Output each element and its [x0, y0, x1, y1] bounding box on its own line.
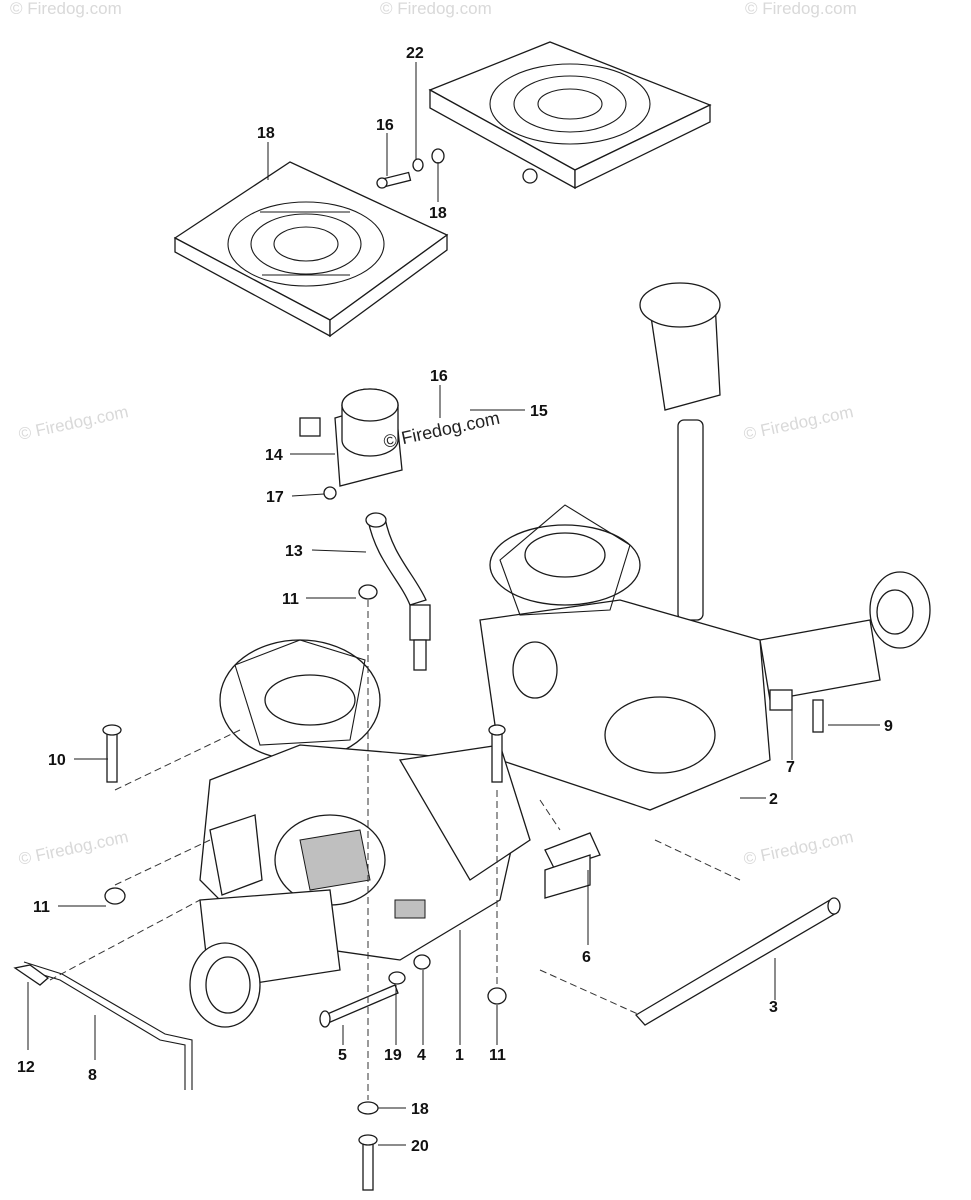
bypass-rod [13, 961, 193, 1090]
callout-18: 18 [411, 1101, 429, 1118]
drive-rod [634, 897, 841, 1026]
watermark: © Firedog.com [10, 0, 122, 18]
callout-9: 9 [884, 718, 893, 735]
callout-1: 1 [455, 1047, 464, 1064]
callout-15: 15 [530, 403, 548, 420]
callout-8: 8 [88, 1067, 97, 1084]
callout-11: 11 [489, 1047, 506, 1064]
shroud-plate-left [173, 161, 449, 338]
callout-16: 16 [430, 368, 448, 385]
watermark: © Firedog.com [380, 0, 492, 18]
assembly-lines [49, 600, 741, 1100]
callout-2: 2 [769, 791, 778, 808]
callout-3: 3 [769, 999, 778, 1016]
leader-lines [27, 62, 880, 1146]
callout-11: 11 [33, 899, 50, 916]
transaxle-left [189, 639, 601, 1028]
callout-13: 13 [285, 543, 303, 560]
callout-22: 22 [406, 45, 424, 62]
shroud-plate-right [428, 41, 712, 190]
callout-5: 5 [338, 1047, 347, 1064]
watermark: © Firedog.com [742, 402, 855, 444]
callout-21: 18 [257, 125, 275, 142]
callout-7: 7 [786, 759, 795, 776]
watermark: © Firedog.com [17, 402, 130, 444]
watermark: © Firedog.com [742, 827, 855, 869]
callout-18: 18 [429, 205, 447, 222]
callout-20: 19 [384, 1047, 402, 1064]
bolt-and-washers-top [376, 148, 445, 189]
transaxle-right [479, 282, 931, 811]
callout-14: 14 [265, 447, 283, 464]
callout-11: 11 [282, 591, 299, 608]
callout-19: 20 [411, 1138, 429, 1155]
callout-17: 17 [266, 489, 284, 506]
callout-10: 10 [48, 752, 66, 769]
callout-6: 6 [582, 949, 591, 966]
callout-labels: 18 16 22 18 16 15 14 17 13 11 10 11 12 8… [17, 45, 893, 1155]
fasteners [102, 584, 507, 1191]
expansion-tank-left [299, 388, 431, 671]
callout-4: 4 [417, 1047, 426, 1064]
callout-12: 12 [17, 1059, 35, 1076]
watermark-center: © Firedog.com [382, 408, 502, 452]
watermark: © Firedog.com [17, 827, 130, 869]
callout-16: 16 [376, 117, 394, 134]
watermark: © Firedog.com [745, 0, 857, 18]
